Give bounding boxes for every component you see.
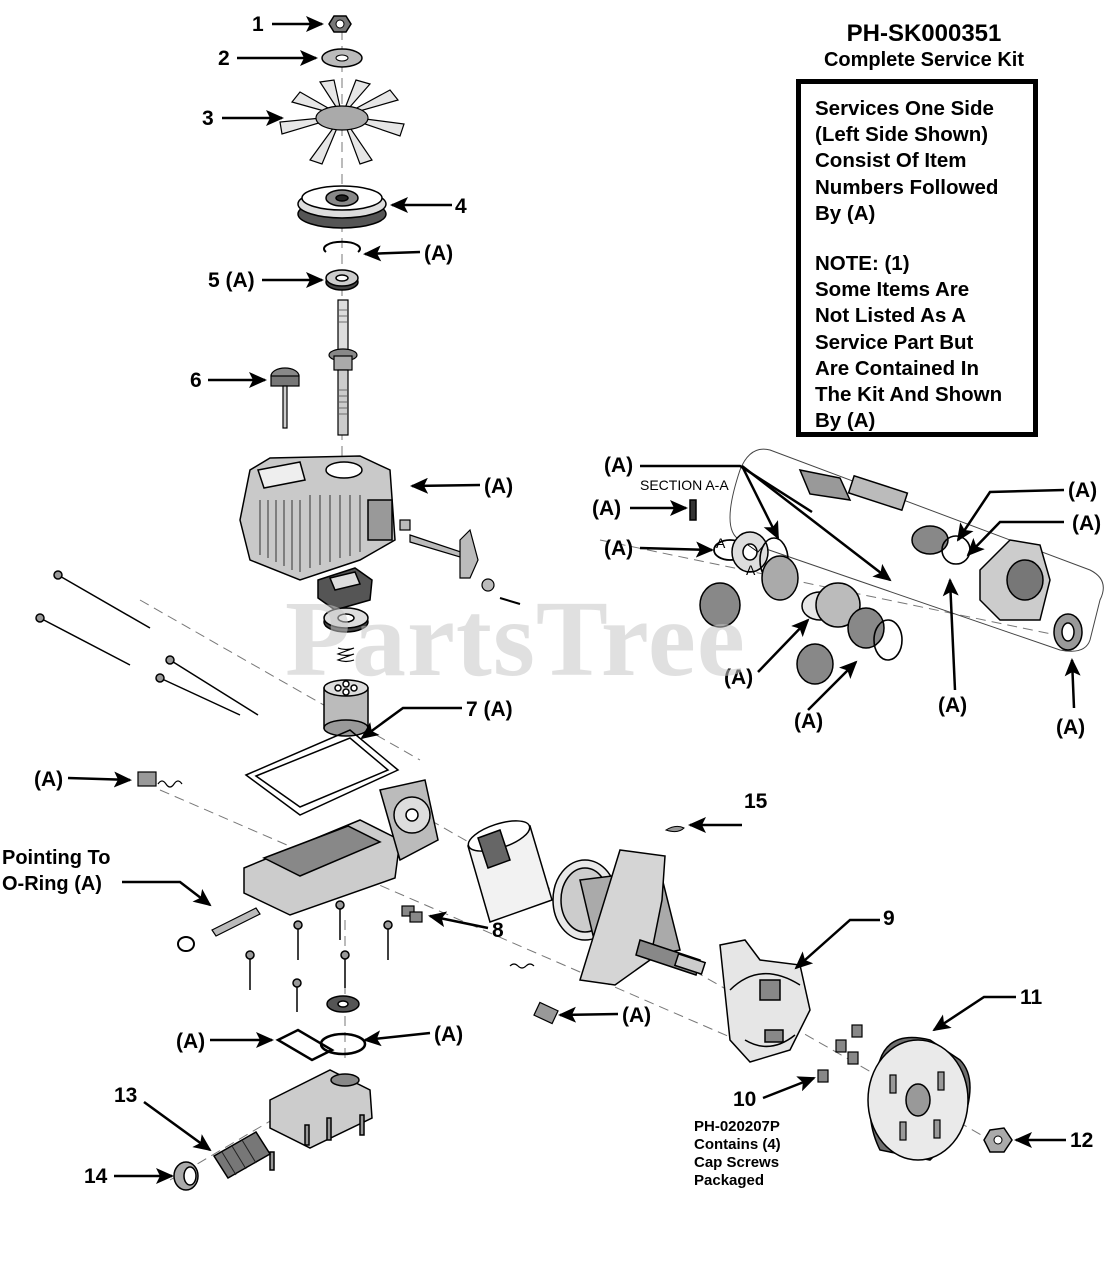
kit-note2-line: Not Listed As A <box>815 304 967 328</box>
part-10-cap-screws <box>817 1024 863 1083</box>
control-linkage <box>399 519 521 605</box>
callout-4: 4 <box>455 195 467 218</box>
callout-a-gasket: (A) <box>176 1030 205 1053</box>
kit-title-block: PH-SK000351 Complete Service Kit <box>800 20 1048 72</box>
callout-a-section-oring: (A) <box>794 710 823 733</box>
callout-13: 13 <box>114 1084 137 1107</box>
check-valve-right <box>509 963 559 1025</box>
part-11-hub <box>867 1036 971 1161</box>
part-4-pulley <box>297 185 387 229</box>
part-2-washer <box>321 48 363 68</box>
section-label: SECTION A-A <box>640 477 729 493</box>
part-8-plugs <box>401 905 423 923</box>
part-10-note-line-2: Contains (4) <box>694 1136 781 1153</box>
callout-a-oring: (A) <box>434 1023 463 1046</box>
part-10-note-line-3: Cap Screws <box>694 1154 779 1171</box>
kit-title: PH-SK000351 <box>846 20 1002 47</box>
kit-note2-line: Are Contained In <box>815 356 980 380</box>
callout-8: 8 <box>492 919 504 942</box>
part-10-note-line-4: Packaged <box>694 1172 764 1189</box>
callout-5: 5 (A) <box>208 269 255 292</box>
callout-9: 9 <box>883 907 895 930</box>
center-section <box>243 779 439 916</box>
callout-a-housing: (A) <box>484 475 513 498</box>
watermark: PartsTree <box>285 580 746 699</box>
callout-10: 10 <box>733 1088 756 1111</box>
callout-7: 7 (A) <box>466 698 513 721</box>
housing-bolts <box>35 570 259 716</box>
callout-3: 3 <box>202 107 214 130</box>
input-shaft <box>328 299 358 436</box>
kit-note-line: Numbers Followed <box>815 175 999 199</box>
part-6-cap <box>270 367 300 429</box>
pointing-line-1: Pointing To <box>2 847 111 869</box>
part-5-bearing <box>325 269 359 291</box>
center-bolts <box>245 900 393 1012</box>
callout-a-section-block: (A) <box>724 666 753 689</box>
part-10-note-line-1: PH-020207P <box>694 1118 780 1135</box>
pointing-to-oring-label: Pointing To O-Ring (A) <box>2 845 111 897</box>
charge-pump <box>275 995 367 1062</box>
motor-housing-sleeve <box>467 820 553 923</box>
kit-note-spacer <box>815 227 1033 251</box>
section-a-a-inset <box>689 448 1104 685</box>
kit-note2-line: The Kit And Shown <box>815 383 1003 407</box>
callout-11: 11 <box>1020 986 1043 1009</box>
callout-a-section-bearing: (A) <box>1056 716 1085 739</box>
spring <box>336 647 355 663</box>
pointing-line-2: O-Ring (A) <box>2 873 102 895</box>
part-15-key <box>664 825 685 833</box>
part-3-fan <box>279 79 405 165</box>
kit-note-line: (Left Side Shown) <box>815 123 989 147</box>
callout-a-section-seal-2: (A) <box>1072 512 1101 535</box>
check-valve-left <box>137 771 183 788</box>
callout-2: 2 <box>218 47 230 70</box>
cylinder-block <box>323 679 369 737</box>
callout-a-section-shaft: (A) <box>938 694 967 717</box>
part-1-nut <box>328 15 352 33</box>
thrust-bearing <box>323 607 369 633</box>
part-9-brake <box>719 939 811 1063</box>
callout-a-section-plate: (A) <box>592 497 621 520</box>
upper-housing <box>239 455 396 581</box>
callout-15: 15 <box>744 790 768 813</box>
section-marker-2: A <box>746 562 756 578</box>
callout-a-section-seal-1: (A) <box>1068 479 1097 502</box>
section-marker-1: A <box>716 535 726 551</box>
callout-12: 12 <box>1070 1129 1093 1152</box>
kit-note-line: By (A) <box>815 201 876 225</box>
leader-arrows <box>67 16 1081 1184</box>
callout-a-valve-right: (A) <box>622 1004 651 1027</box>
filter-housing <box>269 1069 373 1171</box>
bypass-rod <box>177 907 261 952</box>
part-7-gasket <box>244 729 400 816</box>
part-14-plug <box>173 1161 199 1191</box>
swashplate-block <box>317 567 373 611</box>
kit-note2-line: NOTE: (1) <box>815 252 910 276</box>
kit-note2-line: By (A) <box>815 409 876 433</box>
callout-a-section-ring: (A) <box>604 537 633 560</box>
kit-subtitle: Complete Service Kit <box>823 49 1025 71</box>
callout-a-ring: (A) <box>424 242 453 265</box>
callout-a-valve-left: (A) <box>34 768 63 791</box>
callout-1: 1 <box>252 13 264 36</box>
kit-note-line: Consist Of Item <box>815 149 967 173</box>
part-13-filter <box>212 1130 272 1180</box>
kit-note2-line: Service Part But <box>815 330 974 354</box>
part-12-nut <box>983 1127 1013 1153</box>
callout-a-section-top: (A) <box>604 454 633 477</box>
callout-14: 14 <box>84 1165 108 1188</box>
callout-6: 6 <box>190 369 202 392</box>
motor-shaft-assembly <box>552 849 707 986</box>
retaining-ring <box>323 240 361 253</box>
kit-note2-line: Some Items Are <box>815 278 970 302</box>
kit-note-line: Services One Side <box>815 97 994 120</box>
kit-note-box: Services One Side (Left Side Shown) Cons… <box>796 79 1038 437</box>
